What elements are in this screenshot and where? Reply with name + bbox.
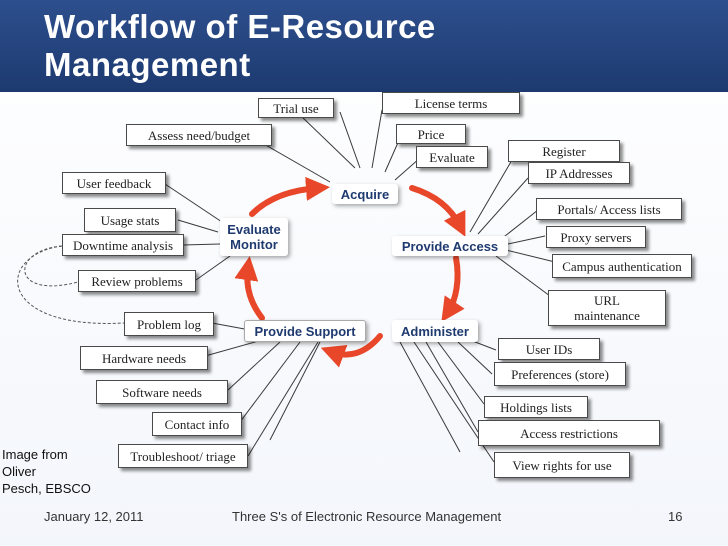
- footer-title: Three S's of Electronic Resource Managem…: [232, 509, 502, 524]
- node-monitor-label: Monitor: [230, 237, 278, 252]
- box-price: Price: [396, 124, 466, 144]
- slide-title: Workflow of E-Resource Management: [44, 8, 436, 83]
- box-assess-need: Assess need/budget: [126, 124, 272, 146]
- box-review-problems: Review problems: [78, 270, 196, 292]
- box-campus-auth: Campus authentication: [552, 254, 692, 278]
- box-evaluate: Evaluate: [416, 146, 488, 168]
- node-provide-support: Provide Support: [244, 320, 366, 342]
- arrow-acquire-to-access: [409, 185, 466, 237]
- box-preferences: Preferences (store): [494, 362, 626, 386]
- arrow-support-to-evaluate: [234, 256, 265, 321]
- box-user-ids: User IDs: [498, 338, 600, 360]
- box-url-label: URL: [594, 293, 620, 308]
- credit-line-2: Oliver: [2, 464, 36, 479]
- node-acquire: Acquire: [332, 184, 398, 204]
- box-trial-use: Trial use: [258, 98, 334, 118]
- page-number: 16: [668, 509, 683, 524]
- box-portals-access: Portals/ Access lists: [536, 198, 682, 220]
- box-url-maintenance: URL maintenance: [548, 290, 666, 326]
- node-evaluate-label: Evaluate: [227, 222, 281, 237]
- box-license-terms: License terms: [382, 92, 520, 114]
- box-hardware-needs: Hardware needs: [80, 346, 208, 370]
- box-view-rights: View rights for use: [494, 452, 630, 478]
- box-proxy-servers: Proxy servers: [546, 226, 646, 248]
- box-holdings-lists: Holdings lists: [484, 396, 588, 418]
- credit-line-1: Image from: [2, 447, 68, 462]
- connector-lines: [164, 109, 556, 463]
- box-contact-info: Contact info: [152, 412, 242, 436]
- box-software-needs: Software needs: [96, 380, 228, 404]
- box-user-feedback: User feedback: [62, 172, 166, 194]
- box-register: Register: [508, 140, 620, 162]
- node-administer: Administer: [392, 320, 478, 342]
- node-evaluate-monitor: Evaluate Monitor: [220, 218, 288, 256]
- credit-line-3: Pesch, EBSCO: [2, 481, 91, 496]
- box-maintenance-label: maintenance: [574, 308, 640, 323]
- arrow-evaluate-to-acquire: [249, 176, 330, 217]
- title-banner: [0, 0, 728, 92]
- box-problem-log: Problem log: [124, 312, 214, 336]
- box-downtime-analysis: Downtime analysis: [62, 234, 184, 256]
- box-access-restrictions: Access restrictions: [478, 420, 660, 446]
- arrow-administer-to-support: [320, 333, 383, 368]
- box-usage-stats: Usage stats: [84, 208, 176, 232]
- box-troubleshoot: Troubleshoot/ triage: [118, 444, 248, 468]
- arrow-access-to-administer: [441, 255, 465, 322]
- feedback-loop-lines: [17, 245, 125, 324]
- cycle-arrows: [234, 176, 466, 368]
- node-provide-access: Provide Access: [392, 236, 508, 256]
- box-ip-addresses: IP Addresses: [528, 162, 630, 184]
- image-credit: Image from Oliver Pesch, EBSCO: [2, 446, 122, 497]
- footer-date: January 12, 2011: [44, 509, 144, 524]
